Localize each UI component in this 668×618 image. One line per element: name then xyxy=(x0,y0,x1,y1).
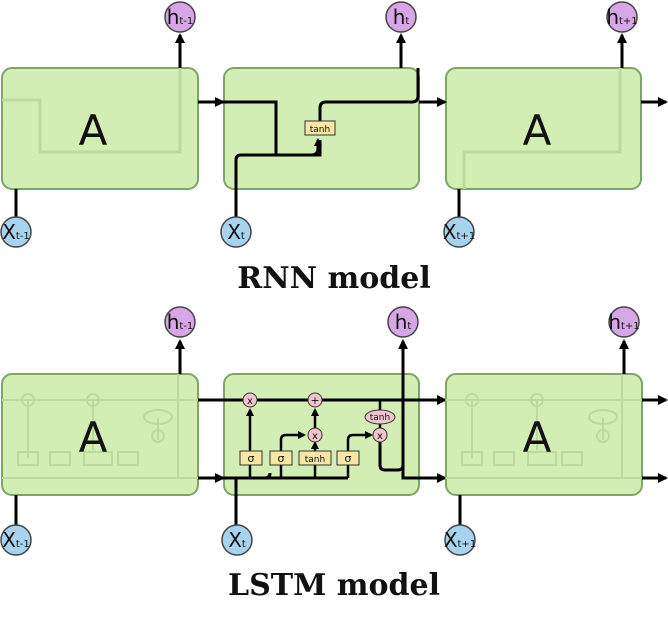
svg-text:Xt-1: Xt-1 xyxy=(2,528,30,552)
rnn-tanh-gate-label: tanh xyxy=(310,125,330,135)
lstm-forget-mult-op xyxy=(242,392,258,408)
svg-text:Xt-1: Xt-1 xyxy=(2,220,30,244)
lstm-cell-right-ghost xyxy=(446,374,642,479)
lstm-output-mult-op xyxy=(372,427,388,443)
lstm-input-3-base: X xyxy=(444,528,458,552)
lstm-candidate-gate-label: tanh xyxy=(305,455,325,465)
lstm-input-3-sub: t+1 xyxy=(458,539,477,550)
rnn-input-1-sub: t-1 xyxy=(16,231,30,242)
lstm-input-1-base: X xyxy=(2,528,16,552)
lstm-input-2-base: X xyxy=(228,528,242,552)
svg-text:ht: ht xyxy=(395,310,412,334)
lstm-forget-gate-label: σ xyxy=(248,452,255,465)
lstm-output-node-2: ht xyxy=(387,306,419,338)
rnn-cell-right: A xyxy=(445,67,642,190)
lstm-output-gate-label: σ xyxy=(345,452,352,465)
rnn-tanh-out-path xyxy=(318,68,420,122)
rnn-output-node-2: ht xyxy=(385,1,417,33)
rnn-cell-left-box xyxy=(1,67,199,190)
rnn-input-node-1: Xt-1 xyxy=(0,216,32,248)
lstm-output-3-base: h xyxy=(608,310,621,334)
lstm-candidate-gate xyxy=(298,450,332,466)
lstm-forget-gate xyxy=(239,450,263,466)
svg-text:ht: ht xyxy=(393,5,410,29)
svg-text:Xt: Xt xyxy=(228,528,246,552)
lstm-input-2-sub: t xyxy=(242,539,246,550)
rnn-cell-left: A xyxy=(1,67,199,190)
rnn-input-2-base: X xyxy=(227,220,241,244)
lstm-cell-right: A xyxy=(445,373,643,496)
svg-text:ht+1: ht+1 xyxy=(608,310,639,334)
lstm-title: LSTM model xyxy=(228,568,440,603)
rnn-output-node-1: ht-1 xyxy=(164,1,196,33)
rnn-cell-middle: tanh xyxy=(198,67,420,222)
rnn-input-2-sub: t xyxy=(241,231,245,242)
svg-text:ht-1: ht-1 xyxy=(167,5,194,29)
lstm-input-node-1: Xt-1 xyxy=(0,524,32,556)
rnn-cell-right-label: A xyxy=(523,106,552,155)
lstm-input-node-3: Xt+1 xyxy=(444,524,476,556)
lstm-cell-left: A xyxy=(1,373,199,496)
svg-text:Xt+1: Xt+1 xyxy=(444,528,476,552)
rnn-input-3-base: X xyxy=(443,220,457,244)
rnn-cell-right-ghost-path xyxy=(462,68,622,189)
lstm-input-gate-label: σ xyxy=(278,452,285,465)
rnn-output-1-sub: t-1 xyxy=(179,16,193,27)
lstm-output-sigma-out xyxy=(346,431,373,451)
rnn-tanh-gate xyxy=(304,120,336,136)
lstm-input-sigma-out xyxy=(279,431,306,451)
rnn-output-2-sub: t xyxy=(405,16,409,27)
svg-text:Xt: Xt xyxy=(227,220,245,244)
rnn-input-1-base: X xyxy=(2,220,16,244)
rnn-output-3-base: h xyxy=(606,5,619,29)
rnn-output-node-3: ht+1 xyxy=(606,1,638,33)
lstm-output-3-sub: t+1 xyxy=(621,321,640,332)
lstm-tanh-out-label: tanh xyxy=(370,413,390,423)
lstm-input-mult-label: x xyxy=(312,431,318,442)
lstm-add-op xyxy=(307,392,323,408)
lstm-cell-left-label: A xyxy=(79,413,108,462)
lstm-cell-left-ghost xyxy=(2,374,198,479)
lstm-input-1-sub: t-1 xyxy=(16,539,30,550)
rnn-title: RNN model xyxy=(237,261,430,296)
rnn-input-node-2: Xt xyxy=(220,216,252,248)
lstm-output-1-base: h xyxy=(167,310,180,334)
lstm-output-1-sub: t-1 xyxy=(179,321,193,332)
rnn-cell-right-box xyxy=(445,67,642,190)
lstm-input-mult-op xyxy=(307,427,323,443)
svg-text:ht+1: ht+1 xyxy=(606,5,637,29)
lstm-cell-right-label: A xyxy=(523,413,552,462)
lstm-input-gate xyxy=(269,450,293,466)
lstm-tanh-out-op xyxy=(364,409,396,425)
lstm-output-2-base: h xyxy=(395,310,408,334)
lstm-output-mult-label: x xyxy=(377,431,383,442)
rnn-input-path xyxy=(234,138,322,222)
rnn-section: A tanh A ht-1 xyxy=(0,1,668,296)
lstm-output-node-1: ht-1 xyxy=(164,306,196,338)
rnn-input-3-sub: t+1 xyxy=(457,231,476,242)
rnn-output-3-sub: t+1 xyxy=(619,16,638,27)
svg-text:ht-1: ht-1 xyxy=(167,310,194,334)
rnn-cell-left-ghost-path xyxy=(2,68,182,154)
lstm-section: A xyxy=(0,306,668,603)
svg-text:Xt+1: Xt+1 xyxy=(443,220,475,244)
lstm-cell-middle: σ σ tanh σ x + x tanh x xyxy=(198,373,447,525)
lstm-output-node-3: ht+1 xyxy=(608,306,640,338)
lstm-output-2-sub: t xyxy=(407,321,411,332)
rnn-input-node-3: Xt+1 xyxy=(443,216,475,248)
lstm-input-node-2: Xt xyxy=(221,524,253,556)
rnn-cell-left-label: A xyxy=(79,106,108,155)
lstm-hidden-out-line xyxy=(401,465,447,483)
lstm-output-gate xyxy=(336,450,360,466)
lstm-add-label: + xyxy=(310,394,319,407)
lstm-forget-mult-label: x xyxy=(247,396,253,407)
rnn-output-2-base: h xyxy=(393,5,406,29)
rnn-output-1-base: h xyxy=(167,5,180,29)
